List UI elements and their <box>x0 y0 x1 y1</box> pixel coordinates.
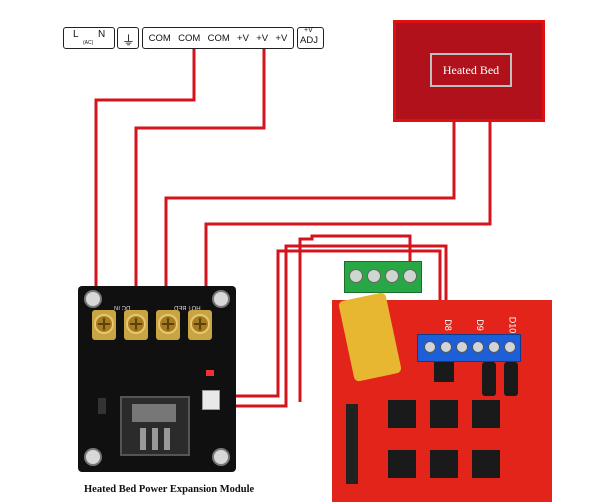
terminal-l-label: L <box>73 29 79 40</box>
green-screw-2 <box>367 269 381 283</box>
stepper-driver-3 <box>472 400 500 428</box>
terminal-com-1: COM <box>148 32 171 44</box>
terminal-com-v-strip: COM COM COM +V +V +V <box>142 27 294 49</box>
terminal-com-2: COM <box>178 32 201 44</box>
mount-hole-bl <box>84 448 102 466</box>
ramps-board: D8 D9 D10 <box>332 300 552 502</box>
blue-screw-2 <box>440 341 452 353</box>
blue-screw-3 <box>456 341 468 353</box>
green-screw-1 <box>349 269 363 283</box>
mount-hole-tl <box>84 290 102 308</box>
mosfet-d8 <box>434 358 454 382</box>
terminal-v-1: +V <box>237 32 249 44</box>
heated-bed: Heated Bed <box>393 20 545 122</box>
ramps-power-terminal <box>344 261 422 293</box>
capacitor-2 <box>504 362 518 396</box>
terminal-v-2: +V <box>256 32 269 44</box>
terminal-screw-4 <box>188 310 212 340</box>
power-expansion-module: DC IN HOT BED <box>78 286 236 472</box>
stepper-driver-5 <box>430 450 458 478</box>
header-pins <box>346 404 358 484</box>
wire-signal-3 <box>298 234 412 402</box>
wire-plus-v <box>134 49 266 320</box>
stepper-driver-4 <box>388 450 416 478</box>
mount-hole-br <box>212 448 230 466</box>
terminal-screw-3 <box>156 310 180 340</box>
wire-signal-1 <box>232 249 442 398</box>
terminal-ground: ⏚ <box>117 27 139 49</box>
mount-hole-tr <box>212 290 230 308</box>
terminal-com-3: COM <box>207 32 230 44</box>
d10-label: D10 <box>507 316 518 334</box>
mosfet-heatsink <box>120 396 190 456</box>
adj-top-label: +V <box>304 27 313 34</box>
stepper-driver-6 <box>472 450 500 478</box>
ground-icon: ⏚ <box>122 33 136 48</box>
green-screw-4 <box>403 269 417 283</box>
blue-screw-1 <box>424 341 436 353</box>
signal-connector <box>202 390 220 410</box>
green-screw-3 <box>385 269 399 283</box>
wire-signal-2 <box>232 244 448 408</box>
blue-screw-5 <box>488 341 500 353</box>
wire-com <box>94 49 196 320</box>
stepper-driver-2 <box>430 400 458 428</box>
terminal-adj: +V ADJ <box>297 27 324 49</box>
heated-bed-label: Heated Bed <box>430 53 512 87</box>
terminal-screw-2 <box>124 310 148 340</box>
led-indicator <box>206 370 214 376</box>
capacitor-1 <box>482 362 496 396</box>
resistor <box>98 398 106 414</box>
stepper-driver-1 <box>388 400 416 428</box>
wire-heated-bed-2 <box>204 122 492 320</box>
terminal-v-3: +V <box>275 32 288 44</box>
terminal-l-n: L (AC) N <box>63 27 115 49</box>
module-caption: Heated Bed Power Expansion Module <box>84 484 255 495</box>
terminal-screw-1 <box>92 310 116 340</box>
blue-screw-4 <box>472 341 484 353</box>
wire-heated-bed-1 <box>164 122 456 320</box>
d9-label: D9 <box>474 319 485 331</box>
ramps-output-terminal <box>417 334 521 362</box>
terminal-n-label: N <box>98 29 106 40</box>
d8-label: D8 <box>442 319 453 331</box>
blue-screw-6 <box>504 341 516 353</box>
adj-bottom-label: ADJ <box>300 35 318 46</box>
terminal-ac-label: (AC) <box>83 40 94 46</box>
